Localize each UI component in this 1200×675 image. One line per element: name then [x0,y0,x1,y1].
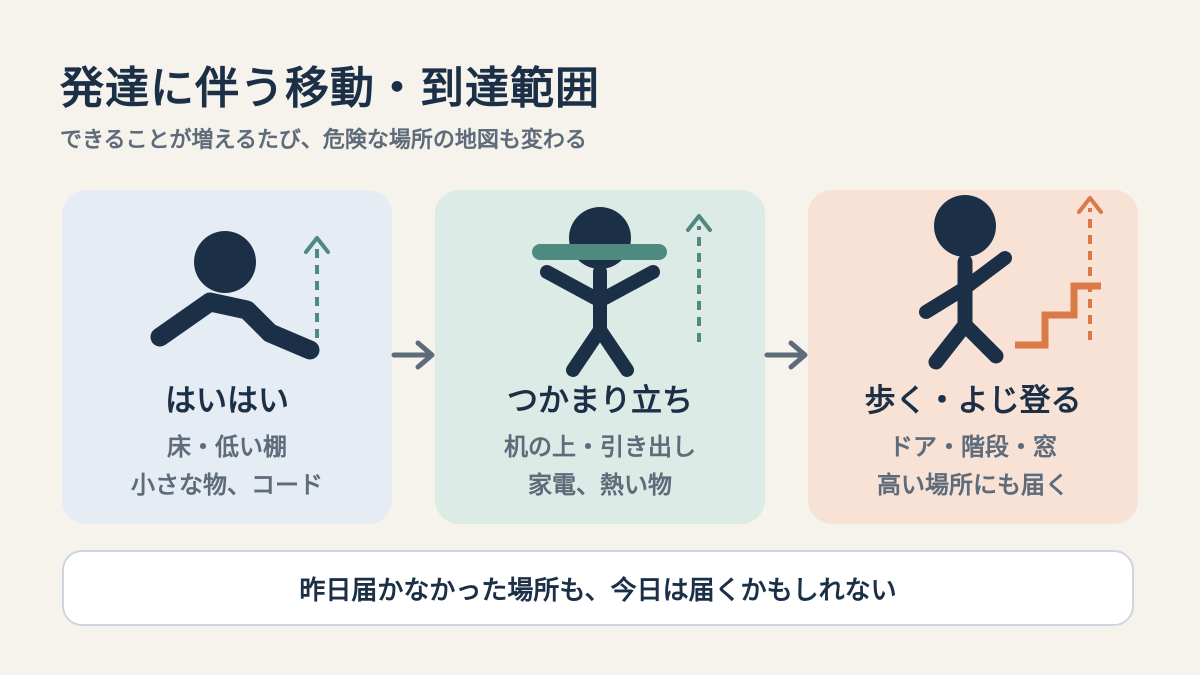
standing-legs [566,323,634,377]
standing-arms [540,265,660,305]
flow-arrow-icon [764,340,808,370]
climbing-legs [928,317,1004,370]
flow-arrow-icon [391,340,435,370]
bottom-banner: 昨日届かなかった場所も、今日は届くかもしれない [62,550,1134,626]
crawling-head [194,231,256,293]
stage-card-climbing: 歩く・よじ登る ドア・階段・窓 高い場所にも届く [808,190,1138,524]
stage-title: 歩く・よじ登る [864,383,1082,419]
stairs-icon [1015,282,1101,349]
stage-description: 床・低い棚 小さな物、コード [62,428,392,504]
stage-desc-line: 机の上・引き出し [504,433,696,461]
climbing-figure [919,195,1103,370]
crawling-body [150,292,320,360]
reach-arrow-icon [686,214,712,232]
climbing-arms [919,251,1012,319]
stage-title: はいはい [165,383,289,419]
crawling-figure [150,231,330,360]
climbing-head [934,195,996,257]
stage-desc-line: 家電、熱い物 [528,471,672,499]
stage-title: つかまり立ち [507,383,693,419]
page-title: 発達に伴う移動・到達範囲 [60,63,600,114]
stage-desc-line: 床・低い棚 [167,433,287,461]
banner-text: 昨日届かなかった場所も、今日は届くかもしれない [299,575,897,606]
stage-card-standing: つかまり立ち 机の上・引き出し 家電、熱い物 [435,190,765,524]
page-subtitle: できることが増えるたび、危険な場所の地図も変わる [60,128,587,153]
standing-figure [532,207,712,377]
stage-description: ドア・階段・窓 高い場所にも届く [808,428,1138,504]
reach-arrow-icon [304,236,330,254]
stage-desc-line: ドア・階段・窓 [889,433,1057,461]
stage-desc-line: 小さな物、コード [131,471,323,499]
stage-card-crawling: はいはい 床・低い棚 小さな物、コード [62,190,392,524]
stage-description: 机の上・引き出し 家電、熱い物 [435,428,765,504]
stage-desc-line: 高い場所にも届く [877,471,1069,499]
reach-arrow-icon [1077,196,1103,214]
